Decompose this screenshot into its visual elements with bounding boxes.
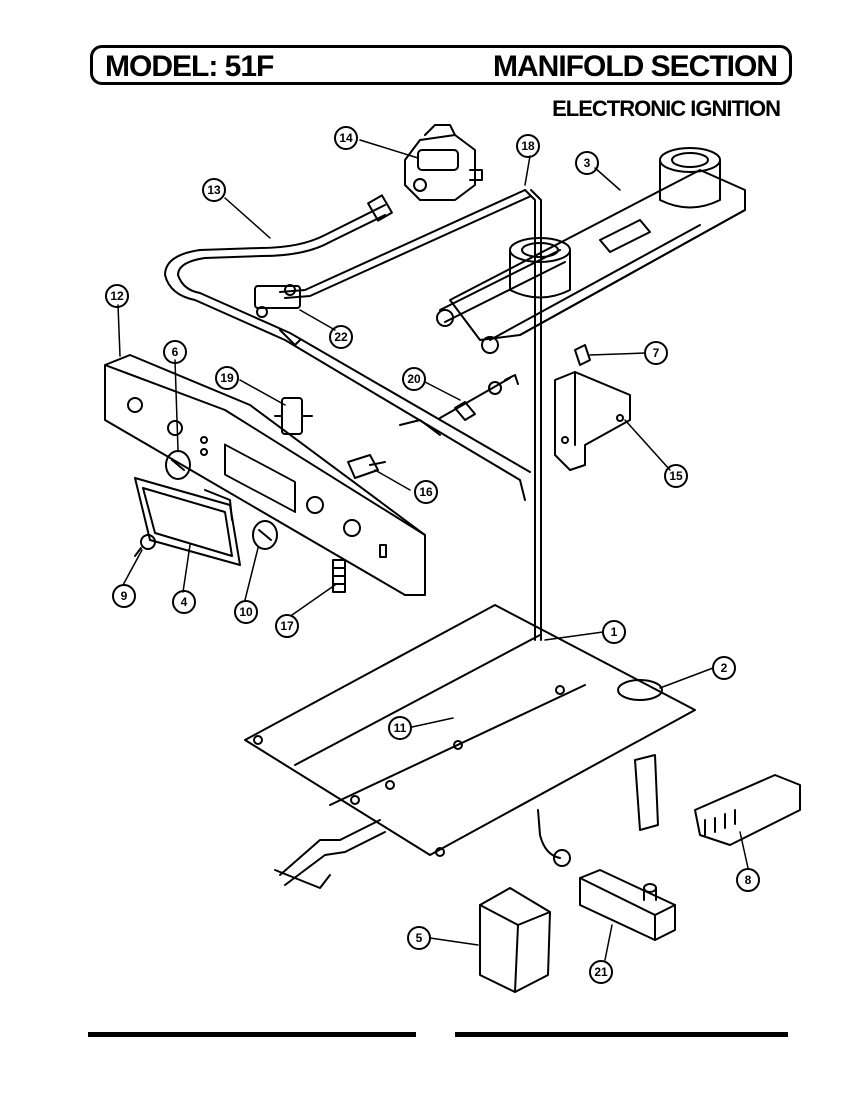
callout-15: 15 bbox=[664, 464, 688, 488]
callout-12: 12 bbox=[105, 284, 129, 308]
screw-9 bbox=[134, 534, 156, 557]
callout-14: 14 bbox=[334, 126, 358, 150]
callout-11-label: 11 bbox=[394, 721, 407, 735]
knob-6 bbox=[165, 450, 191, 480]
callout-10-label: 10 bbox=[239, 605, 253, 619]
footer-rule-left bbox=[88, 1032, 416, 1037]
callout-5-label: 5 bbox=[416, 931, 423, 945]
bracket-15 bbox=[554, 371, 631, 471]
callout-16: 16 bbox=[414, 480, 438, 504]
callout-20-label: 20 bbox=[407, 372, 421, 386]
section-title: MANIFOLD SECTION bbox=[493, 50, 778, 83]
callout-7-label: 7 bbox=[653, 346, 660, 360]
callout-14-label: 14 bbox=[339, 131, 353, 145]
shield-5 bbox=[479, 887, 551, 993]
fitting-22 bbox=[254, 284, 301, 318]
callout-18-top: 18 bbox=[516, 134, 540, 158]
pressure-regulator bbox=[404, 124, 483, 201]
callout-12-label: 12 bbox=[110, 289, 124, 303]
callout-16-label: 16 bbox=[419, 485, 433, 499]
knob-10 bbox=[252, 520, 278, 550]
callout-20: 20 bbox=[402, 367, 426, 391]
lower-gas-line bbox=[537, 809, 571, 867]
callout-3-label: 3 bbox=[584, 156, 591, 170]
callout-6-label: 6 bbox=[172, 345, 179, 359]
oven-burner-tube bbox=[274, 819, 386, 889]
switch-19 bbox=[274, 397, 313, 435]
callout-19: 19 bbox=[215, 366, 239, 390]
callout-4-label: 4 bbox=[181, 595, 188, 609]
igniter-8 bbox=[634, 754, 801, 846]
callout-2: 2 bbox=[712, 656, 736, 680]
callout-11: 11 bbox=[388, 716, 412, 740]
callout-17: 17 bbox=[275, 614, 299, 638]
callout-18-top-label: 18 bbox=[521, 139, 535, 153]
callout-22: 22 bbox=[329, 325, 353, 349]
callout-19-label: 19 bbox=[220, 371, 234, 385]
callout-1: 1 bbox=[602, 620, 626, 644]
gas-supply-tube bbox=[279, 189, 542, 641]
callout-9-label: 9 bbox=[121, 589, 128, 603]
callout-1-label: 1 bbox=[611, 625, 618, 639]
callout-21: 21 bbox=[589, 960, 613, 984]
callout-8: 8 bbox=[736, 868, 760, 892]
orifice-hood-2 bbox=[617, 679, 663, 701]
model-title: MODEL: 51F bbox=[105, 50, 274, 83]
leader-lines bbox=[117, 139, 749, 961]
callout-4: 4 bbox=[172, 590, 196, 614]
electrode-20 bbox=[439, 374, 519, 421]
subtitle: ELECTRONIC IGNITION bbox=[552, 96, 781, 121]
control-panel bbox=[104, 354, 426, 596]
callout-6: 6 bbox=[163, 340, 187, 364]
callout-13-label: 13 bbox=[207, 183, 221, 197]
callout-9: 9 bbox=[112, 584, 136, 608]
clock-bezel bbox=[134, 477, 241, 566]
clip-7 bbox=[574, 344, 591, 366]
callout-17-label: 17 bbox=[280, 619, 294, 633]
callout-7: 7 bbox=[644, 341, 668, 365]
callout-2-label: 2 bbox=[721, 661, 728, 675]
title-frame: MODEL: 51F MANIFOLD SECTION bbox=[90, 45, 792, 85]
spring-17 bbox=[332, 559, 346, 593]
callout-21-label: 21 bbox=[594, 965, 608, 979]
footer-rule-right bbox=[455, 1032, 788, 1037]
callout-13: 13 bbox=[202, 178, 226, 202]
oven-valve-21 bbox=[579, 869, 676, 941]
callout-15-label: 15 bbox=[669, 469, 683, 483]
burner-baffle bbox=[244, 604, 696, 857]
callout-10: 10 bbox=[234, 600, 258, 624]
top-burner-assembly bbox=[436, 147, 746, 354]
manifold-pipe bbox=[164, 194, 531, 501]
callout-3: 3 bbox=[575, 151, 599, 175]
callout-22-label: 22 bbox=[334, 330, 348, 344]
clip-16 bbox=[347, 454, 386, 479]
callout-markers: 1 2 3 4 5 6 7 8 9 10 11 12 13 14 15 16 1… bbox=[105, 126, 760, 984]
callout-5: 5 bbox=[407, 926, 431, 950]
callout-8-label: 8 bbox=[745, 873, 752, 887]
